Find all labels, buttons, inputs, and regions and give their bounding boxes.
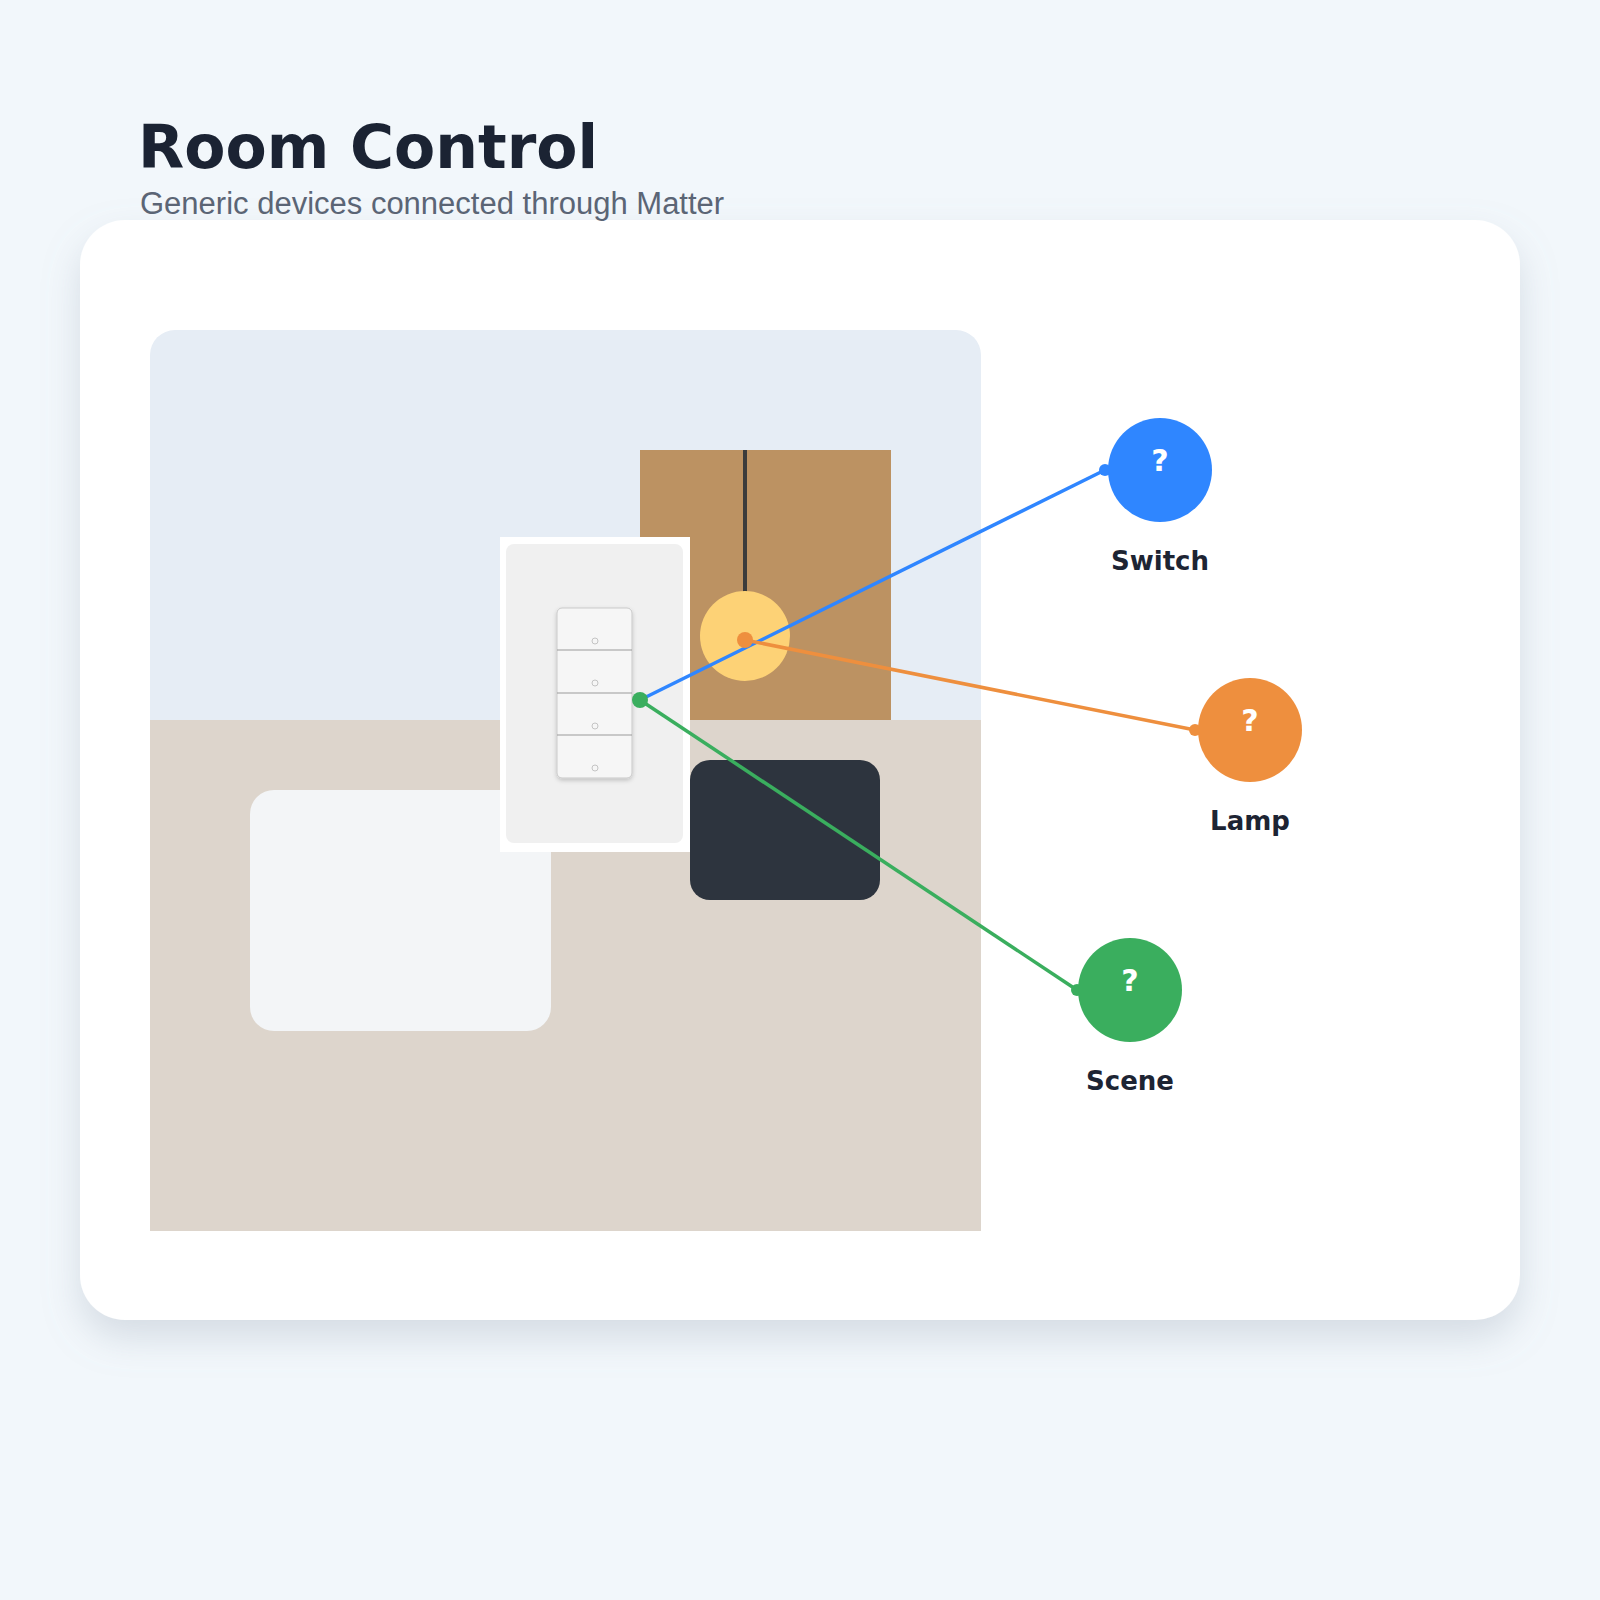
device-status: ? xyxy=(1198,703,1302,738)
scene-leader xyxy=(640,700,1077,990)
device-label: Lamp xyxy=(1210,806,1290,836)
lamp-shade xyxy=(700,591,790,681)
device-label: Switch xyxy=(1111,546,1209,576)
lamp-leader xyxy=(745,640,1195,730)
leader-lines xyxy=(632,464,1201,996)
device-status: ? xyxy=(1078,963,1182,998)
switch-plate xyxy=(500,537,690,852)
room xyxy=(150,330,981,1231)
page-caption: Generic devices connected through Matter xyxy=(140,186,724,222)
switch-buttons xyxy=(557,608,632,778)
device-label: Scene xyxy=(1086,1066,1174,1096)
media-console xyxy=(690,760,880,900)
button-leds xyxy=(592,638,598,771)
device-circle: ?Switch xyxy=(1108,418,1212,522)
device-circle: ?Lamp xyxy=(1198,678,1302,782)
device-circle: ?Scene xyxy=(1078,938,1182,1042)
device-status: ? xyxy=(1108,443,1212,478)
lamp-cord xyxy=(743,450,747,592)
card xyxy=(80,220,1520,1320)
page-title: Room Control xyxy=(138,112,598,182)
button-dividers xyxy=(557,650,632,735)
